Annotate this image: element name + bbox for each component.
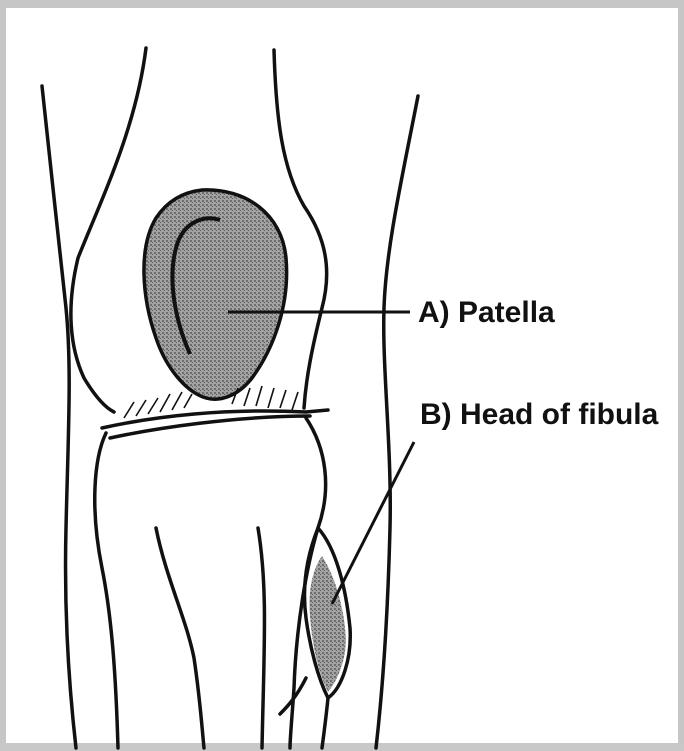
knee-anatomy-diagram: A) Patella B) Head of fibula [6,8,684,751]
thigh-inner-right-outline [274,50,327,408]
tibia-left-outline [95,433,118,748]
tibial-tuberosity-line [258,528,265,748]
thigh-inner-left-outline [71,48,146,412]
leg-right-outline [376,96,418,748]
patella-label: A) Patella [418,296,555,329]
fibula-head-leader-line [332,442,414,604]
leg-left-outline [42,86,76,748]
patella-shape [144,190,287,399]
tibia-inner-line [156,528,204,748]
joint-line [102,410,328,428]
fibula-head-label: B) Head of fibula [420,398,659,431]
fibula-lower-line [322,698,328,748]
